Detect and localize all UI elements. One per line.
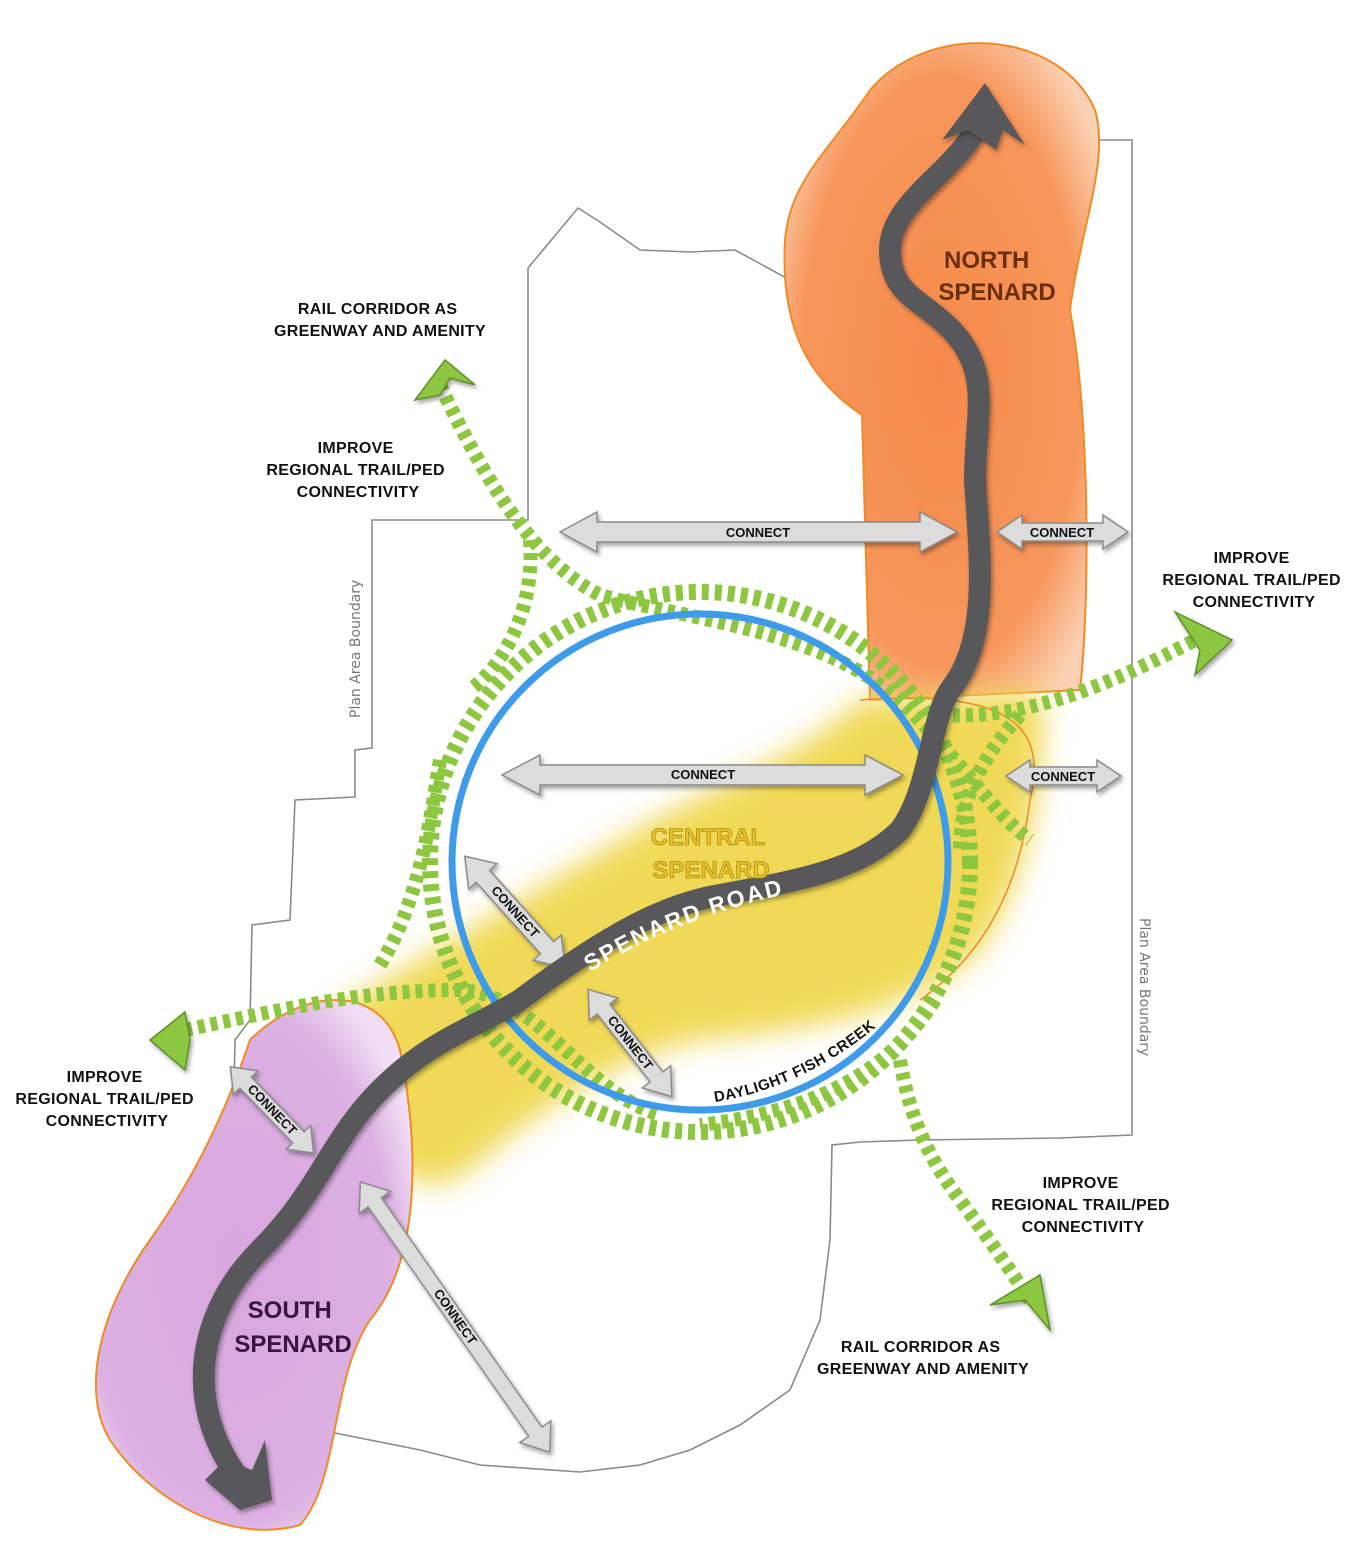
connect-label-middle-right: CONNECT [1031, 769, 1095, 784]
north-spenard-zone [783, 42, 1101, 702]
trail-nw-branch [465, 539, 538, 696]
connect-arrow-top-right [995, 513, 1130, 551]
arrowhead-nw [413, 358, 476, 402]
connect-label-top-right: CONNECT [1030, 525, 1094, 540]
road-arrowhead-south [205, 1440, 272, 1510]
connect-arrow-diag-3 [229, 1065, 315, 1155]
callout-trail-nw: IMPROVE REGIONAL TRAIL/PED CONNECTIVITY [266, 440, 449, 501]
connect-label-middle: CONNECT [671, 767, 735, 782]
connect-arrow-top [558, 510, 959, 554]
trail-arrowheads [148, 358, 1234, 1333]
callout-rail-se: RAIL CORRIDOR AS GREENWAY AND AMENITY [817, 1339, 1029, 1378]
connect-label-top: CONNECT [726, 525, 790, 540]
boundary-label-east: Plan Area Boundary [1136, 918, 1152, 1056]
connect-label-diag-4: CONNECT [431, 1286, 480, 1347]
arrowhead-w [148, 1010, 191, 1072]
south-spenard-label: SOUTH SPENARD [234, 1297, 351, 1358]
central-spenard-label: CENTRAL SPENARD [651, 824, 772, 884]
road-arrowhead-north [942, 83, 1025, 150]
arrowhead-ne [1172, 610, 1234, 678]
callout-rail-nw: RAIL CORRIDOR AS GREENWAY AND AMENITY [274, 301, 486, 340]
green-ring-trail [422, 584, 978, 1140]
callout-trail-se: IMPROVE REGIONAL TRAIL/PED CONNECTIVITY [991, 1175, 1174, 1236]
connect-arrow-middle-right [1004, 758, 1123, 794]
connect-arrow-diag-2 [587, 988, 673, 1098]
central-blue-circle [448, 610, 952, 1114]
trail-ne [939, 633, 1199, 723]
callout-trail-w: IMPROVE REGIONAL TRAIL/PED CONNECTIVITY [15, 1069, 198, 1130]
connect-arrow-diag-4 [358, 1180, 552, 1454]
connect-arrow-middle [500, 753, 905, 797]
boundary-label-west: Plan Area Boundary [348, 580, 364, 718]
north-spenard-label: NORTH SPENARD [938, 247, 1055, 306]
callout-trail-ne: IMPROVE REGIONAL TRAIL/PED CONNECTIVITY [1162, 550, 1345, 611]
central-spenard-zone [300, 690, 1043, 1184]
connect-arrows [500, 510, 1130, 797]
trail-se [893, 1058, 1036, 1304]
spenard-road [192, 109, 991, 1491]
trail-w-branch [374, 758, 447, 969]
arrowhead-se [989, 1273, 1052, 1333]
connect-arrows-diagonal [229, 855, 673, 1454]
